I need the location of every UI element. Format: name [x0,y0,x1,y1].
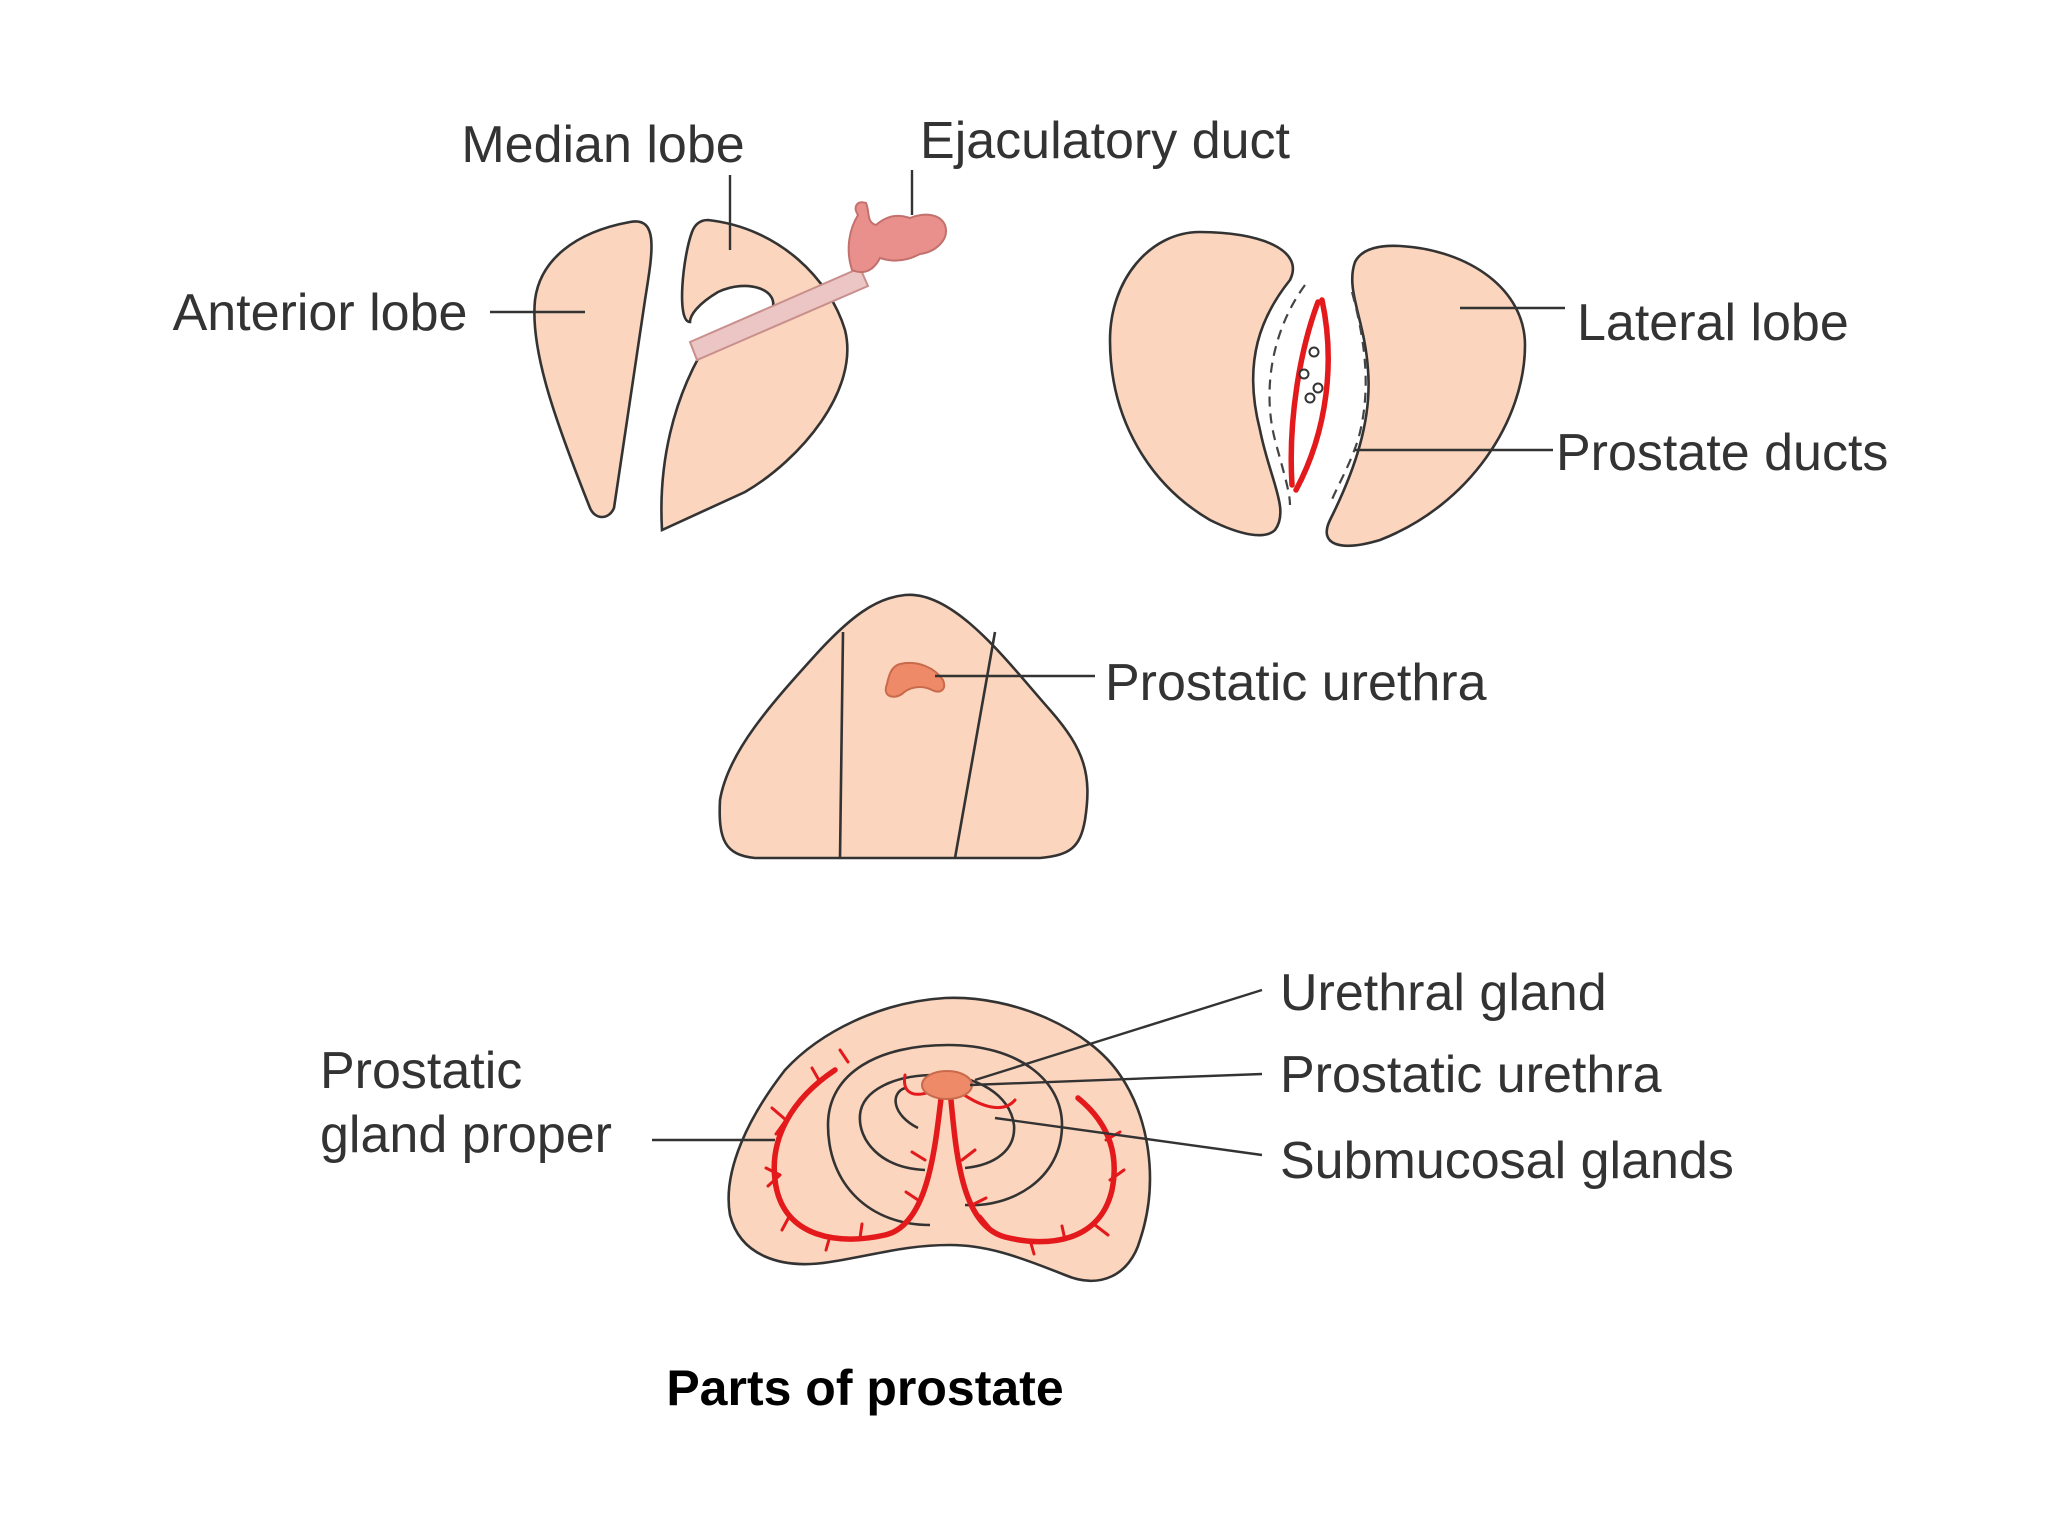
leader-lines [490,170,1565,1157]
label-prostatic-urethra-bottom: Prostatic urethra [1280,1046,1662,1104]
gland-branch [1060,1223,1110,1242]
duct-opening [1308,346,1320,358]
label-ejaculatory-duct: Ejaculatory duct [920,112,1291,170]
gland-branch [764,1166,782,1188]
label-prostatic-gland-proper-line2: gland proper [320,1106,612,1164]
duct-opening [1312,382,1324,394]
lateral-lobe-right-shape [1325,244,1527,547]
gland-branch [780,1213,792,1232]
prostatic-gland-left [771,1067,945,1242]
gland-branch [810,1048,850,1084]
gland-branch [770,1106,788,1136]
leader-prostatic-urethra-bottom [969,1072,1263,1087]
duct-opening [1304,392,1316,404]
gland-branch [824,1222,864,1252]
label-urethral-gland: Urethral gland [1280,964,1607,1022]
prostatic-gland-right [947,1087,1117,1245]
gland-branch [960,1148,988,1207]
label-anterior-lobe: Anterior lobe [173,284,468,342]
transverse-section-outline [718,593,1089,860]
ejaculatory-duct-cluster [847,201,947,274]
lateral-lobes-figure [1108,230,1527,547]
label-submucosal-glands: Submucosal glands [1280,1132,1734,1190]
lobe-divider-right [953,631,997,859]
gland-branch [978,1214,1036,1256]
inner-zone-outer [826,1043,1064,1227]
gland-branch [1104,1130,1126,1182]
leader-urethral-gland [974,988,1263,1082]
urethral-gland-right [958,1090,1017,1110]
label-median-lobe: Median lobe [461,116,744,174]
prostate-duct-left [1288,299,1321,488]
label-prostatic-urethra-mid: Prostatic urethra [1105,654,1487,712]
gland-branch [898,1190,920,1230]
label-prostate-ducts: Prostate ducts [1556,424,1888,482]
transverse-section-figure [718,593,1089,860]
leader-submucosal-glands [994,1116,1263,1157]
duct-opening [1298,368,1310,380]
gland-section-outline [727,996,1152,1283]
labels: Median lobe Ejaculatory duct Anterior lo… [173,112,1889,1416]
prostate-duct-right [1293,297,1331,493]
label-prostatic-gland-proper-line1: Prostatic [320,1042,522,1100]
gland-branches [764,1048,1126,1256]
ejaculatory-duct-tube [688,266,870,362]
lateral-lobe-right-dashed-outline [1328,291,1367,506]
median-lobe-shape [660,218,849,532]
lateral-lobe-left-shape [1108,230,1295,537]
lateral-lobe-left-dashed-outline [1268,284,1306,506]
anterior-lobe-shape [533,220,653,519]
lobe-divider-left [838,631,845,859]
urethra-shape [921,1070,973,1100]
label-lateral-lobe: Lateral lobe [1577,294,1849,352]
inner-zone-inner [894,1086,919,1130]
gland-section-figure [727,996,1152,1283]
figure-caption: Parts of prostate [666,1360,1063,1416]
lobes-sagittal-figure [533,201,947,532]
gland-branch [910,1150,927,1162]
